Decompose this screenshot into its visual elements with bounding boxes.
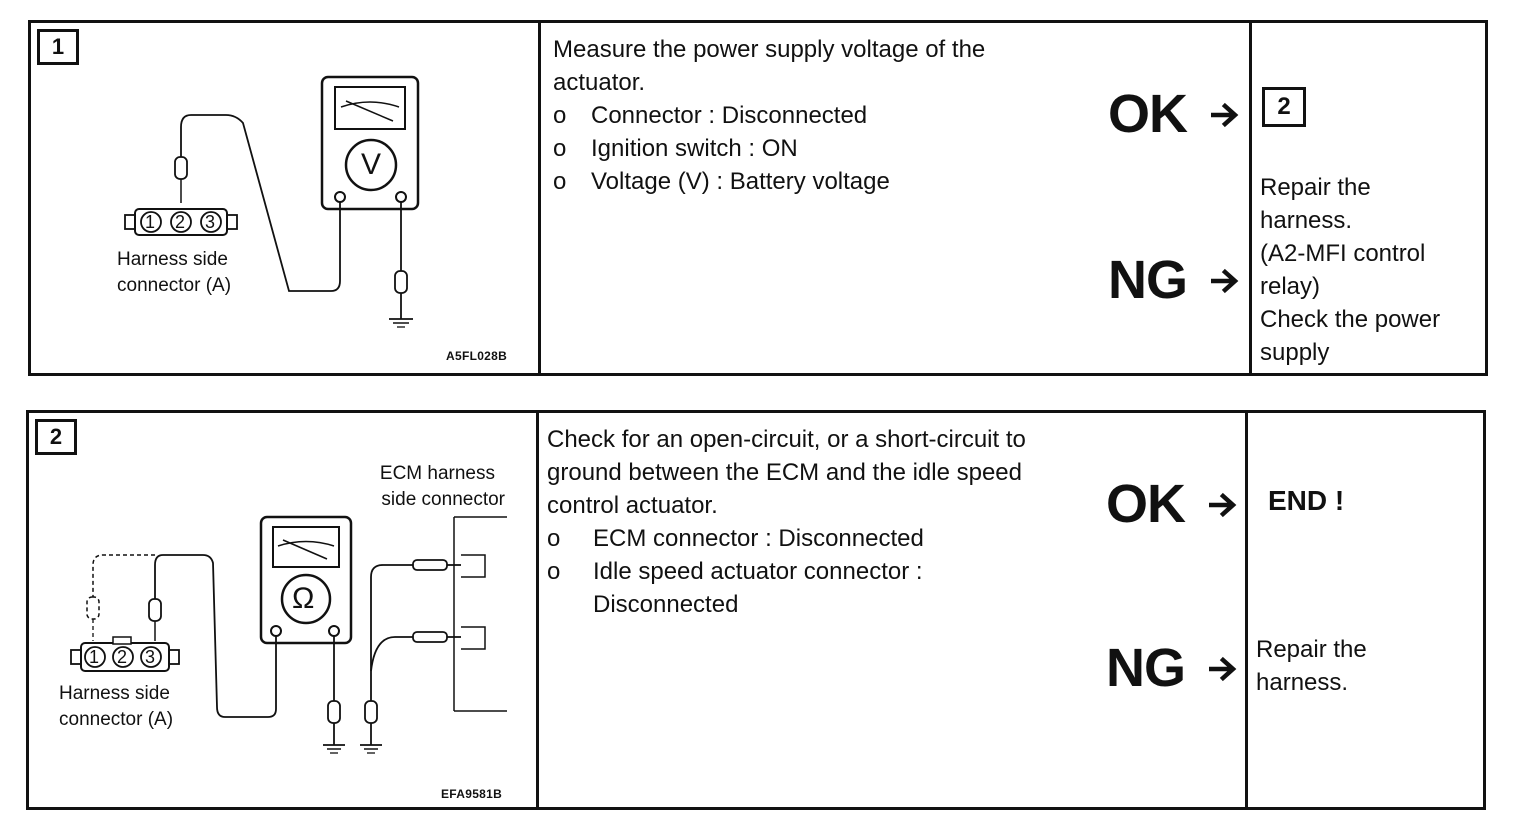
ok-label: OK: [1106, 474, 1186, 534]
pin-2: 2: [175, 212, 186, 232]
connector-label: Harness side connector (A): [117, 249, 232, 296]
goto-step-box[interactable]: 2: [1262, 87, 1306, 127]
ng-label: NG: [1108, 250, 1188, 310]
ng-label: NG: [1106, 638, 1186, 698]
meter-symbol-v: V: [361, 148, 382, 181]
ng-arrow-icon: [1211, 268, 1239, 294]
pin-1: 1: [145, 212, 156, 232]
end-label: END !: [1268, 485, 1345, 516]
step-2-instructions: Check for an open-circuit, or a short-ci…: [547, 423, 1107, 621]
connector-label: Harness side connector (A): [59, 683, 174, 730]
step-2-number: 2: [49, 424, 63, 449]
step-2-diagram-cell: 2: [29, 413, 539, 807]
step-1-number-box: 1: [37, 29, 79, 65]
ng-result-text: Repair the harness. (A2-MFI control rela…: [1260, 174, 1441, 366]
pin-3: 3: [145, 647, 156, 667]
step-1-diagram-cell: 1 V: [31, 23, 541, 373]
figure-ref-code: EFA9581B: [441, 787, 503, 801]
pin-2: 2: [117, 647, 128, 667]
figure-ref-code: A5FL028B: [446, 349, 508, 363]
voltmeter-diagram: [124, 75, 420, 328]
meter-symbol-ohm: Ω: [292, 582, 315, 615]
step-1-instructions: Measure the power supply voltage of the …: [553, 33, 1113, 198]
pin-1: 1: [89, 647, 100, 667]
ng-arrow-icon: [1209, 656, 1237, 682]
ok-label: OK: [1108, 84, 1188, 144]
step-2-number-box: 2: [35, 419, 77, 455]
step-1-number: 1: [51, 34, 65, 59]
ok-arrow-icon: [1209, 492, 1237, 518]
step-1-result-cell: 2 Repair the harness. (A2-MFI control re…: [1249, 23, 1485, 373]
ecm-label: ECM harness side connector: [379, 463, 505, 510]
step-2-result-cell: END ! Repair the harness.: [1245, 413, 1483, 807]
step-1-table: 1 V: [28, 20, 1488, 376]
ok-arrow-icon: [1211, 102, 1239, 128]
step-2-table: 2: [26, 410, 1486, 810]
ng-result-text: Repair the harness.: [1256, 636, 1367, 696]
ohmmeter-diagram: [70, 515, 507, 754]
pin-3: 3: [205, 212, 216, 232]
bullet-item: o Idle speed actuator connector :Disconn…: [547, 558, 923, 618]
